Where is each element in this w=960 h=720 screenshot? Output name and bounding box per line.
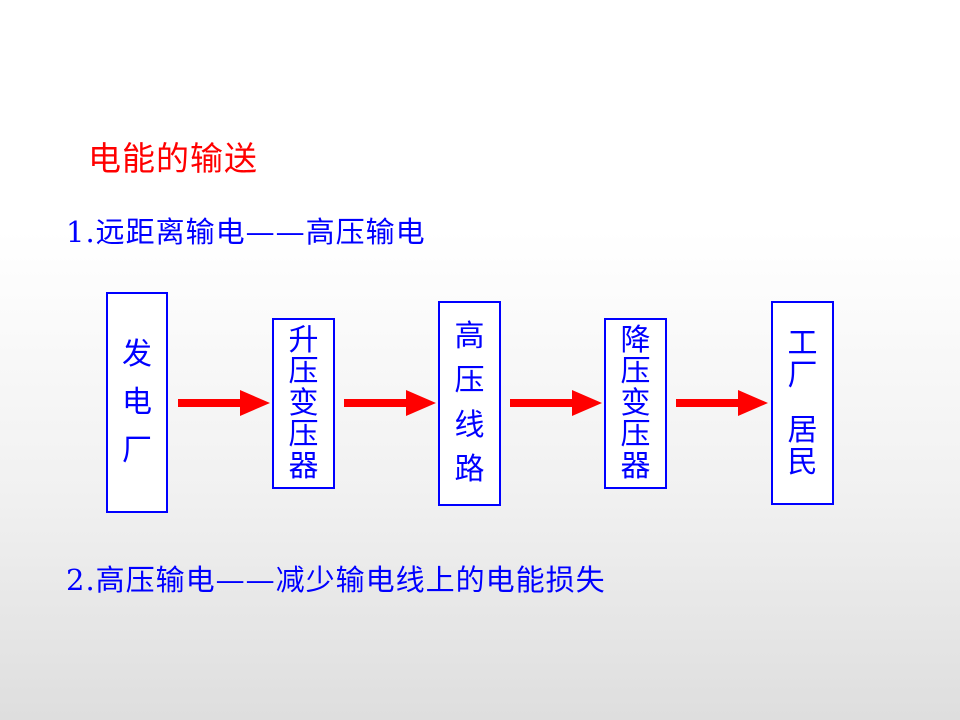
flow-arrow-3	[510, 390, 602, 416]
flow-arrow-2	[344, 390, 436, 416]
power-plant-box: 发 电 厂	[106, 292, 168, 513]
slide-title: 电能的输送	[88, 139, 258, 178]
arrow-head	[240, 390, 270, 416]
power-plant-char: 电	[122, 384, 152, 420]
step-up-char: 变	[288, 385, 319, 421]
users-char: 工	[787, 326, 818, 361]
step-down-char: 降	[620, 322, 651, 358]
arrow-head	[406, 390, 436, 416]
arrow-shaft	[344, 399, 410, 407]
step-down-char: 压	[620, 354, 651, 390]
flow-arrow-1	[178, 390, 270, 416]
arrow-head	[738, 390, 768, 416]
users-char: 居	[787, 413, 818, 448]
step-down-char: 器	[620, 448, 651, 484]
hv-line-char: 高	[454, 318, 485, 354]
arrow-shaft	[510, 399, 576, 407]
factory-residents-box: 工 厂 居 民	[771, 301, 834, 505]
users-char: 民	[787, 444, 818, 480]
power-plant-char: 发	[122, 336, 152, 372]
step-up-char: 压	[288, 417, 319, 453]
step-up-transformer-box: 升 压 变 压 器	[272, 318, 335, 489]
step-up-char: 器	[288, 448, 319, 484]
step-down-transformer-box: 降 压 变 压 器	[604, 318, 667, 489]
high-voltage-line-box: 高 压 线 路	[438, 301, 501, 506]
users-char: 厂	[787, 357, 818, 393]
step-down-char: 压	[620, 417, 651, 453]
power-plant-char: 厂	[122, 432, 152, 468]
point-2-text: 2.高压输电——减少输电线上的电能损失	[66, 563, 606, 597]
step-up-char: 升	[288, 322, 319, 358]
hv-line-char: 压	[454, 363, 485, 398]
hv-line-char: 线	[454, 407, 485, 443]
step-up-char: 压	[288, 354, 319, 390]
arrow-shaft	[178, 399, 244, 407]
step-down-char: 变	[620, 385, 651, 421]
flow-arrow-4	[676, 390, 768, 416]
hv-line-char: 路	[454, 452, 485, 487]
arrow-shaft	[676, 399, 742, 407]
point-1-text: 1.远距离输电——高压输电	[66, 215, 426, 249]
arrow-head	[572, 390, 602, 416]
